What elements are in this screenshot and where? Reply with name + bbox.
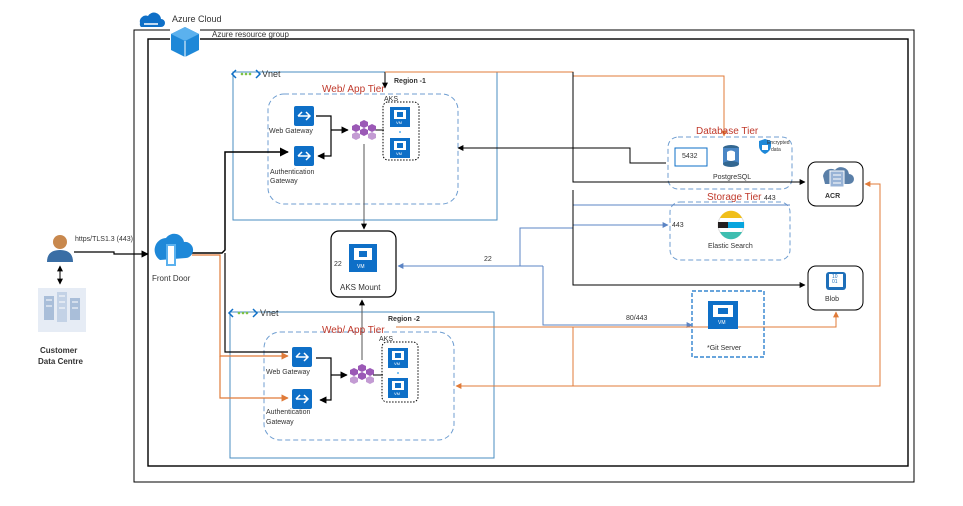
customer-label2: Data Centre	[38, 357, 83, 366]
vnet-label-r1: Vnet	[262, 69, 281, 79]
elastic-search-icon	[717, 210, 745, 240]
web-app-tier-region2	[263, 331, 455, 441]
web-app-tier-r2-title: Web/ App Tier	[322, 325, 385, 336]
git-port-label: 80/443	[626, 315, 648, 322]
vm-text: VM	[396, 151, 402, 156]
azure-cloud-icon	[139, 12, 165, 27]
vm-icon	[388, 348, 408, 368]
encrypted-label: Encrypted	[767, 140, 790, 146]
front-door-label: Front Door	[152, 274, 191, 283]
aks-label-r1: AKS	[384, 96, 399, 103]
user-icon	[47, 235, 73, 262]
to-git-server	[542, 266, 693, 328]
to-blob	[572, 190, 806, 288]
postgres-label: PostgreSQL	[713, 174, 752, 181]
resource-group-icon	[170, 26, 200, 57]
encrypted-label2: data	[771, 147, 781, 153]
frontdoor-to-region2-black	[224, 253, 288, 353]
blob-label: Blob	[825, 296, 840, 303]
blob-glyph: 10 01	[832, 274, 838, 285]
blob-icon	[826, 272, 846, 290]
vm-icon	[708, 301, 738, 329]
vm-icon	[390, 138, 410, 158]
vnet-region1-box	[232, 71, 498, 221]
region2-to-acr	[573, 181, 881, 387]
protocol-label: https/TLS1.3 (443)	[75, 236, 133, 243]
frontdoor-to-auth-gw-r1	[192, 147, 289, 254]
database-tier-box	[667, 136, 793, 190]
gateway-icon	[294, 106, 314, 126]
to-region2-tier	[455, 327, 574, 389]
frontdoor-to-web-gw-r2	[192, 254, 289, 360]
aks-label-r2: AKS	[379, 336, 394, 343]
auth-gateway-label2-r1: Gateway	[270, 178, 298, 185]
vm-icon	[390, 107, 410, 127]
auth-gateway-label-r2: Authentication	[266, 409, 311, 416]
ssh-link-up	[519, 227, 573, 266]
database-tier-title: Database Tier	[696, 126, 759, 137]
web-app-tier-region1	[267, 93, 459, 205]
aks-mount-port: 22	[334, 261, 342, 268]
region2-to-blob	[396, 311, 839, 328]
vm-text: VM	[394, 361, 400, 366]
region1-to-database	[385, 71, 727, 137]
aks-cluster-region1	[382, 101, 420, 161]
gateway-icon	[292, 389, 312, 409]
postgres-port-box	[674, 147, 708, 167]
aks-mount-label: AKS Mount	[340, 283, 381, 292]
region1-label: Region -1	[394, 78, 426, 85]
acr-icon	[823, 167, 854, 188]
git-server-label: *Git Server	[707, 345, 742, 352]
vnet-icon	[227, 308, 259, 318]
gateway-icon	[294, 146, 314, 166]
gw-link-r1	[316, 115, 332, 160]
resource-group-label: Azure resource group	[212, 30, 289, 39]
gateway-icon	[292, 347, 312, 367]
web-gateway-label-r1: Web Gateway	[269, 128, 313, 135]
aks-cluster-region2	[381, 341, 419, 403]
auth-gateway-label-r1: Authentication	[270, 169, 315, 176]
gw-link-r2	[316, 357, 332, 404]
azure-cloud-label: Azure Cloud	[172, 14, 222, 24]
storage-tier-box	[669, 201, 791, 261]
storage-tier-title: Storage Tier	[707, 192, 762, 203]
elastic-port-443: 443	[672, 222, 684, 229]
postgres-port: 5432	[682, 153, 698, 160]
vm-text: VM	[396, 120, 402, 125]
web-app-tier-r1-title: Web/ App Tier	[322, 84, 385, 95]
elastic-search-label: Elastic Search	[708, 243, 753, 250]
acr-label: ACR	[825, 193, 841, 200]
azure-cloud-boundary	[133, 29, 915, 483]
region1-to-acr	[572, 72, 806, 185]
front-door-icon	[154, 233, 194, 266]
storage-port-443: 443	[764, 195, 776, 202]
git-vm-text: VM	[718, 320, 726, 326]
vnet-label-r2: Vnet	[260, 308, 279, 318]
customer-label: Customer	[40, 346, 78, 355]
kubernetes-icon	[352, 120, 376, 140]
auth-gateway-label2-r2: Gateway	[266, 419, 294, 426]
lock-shield-icon	[759, 139, 771, 154]
kubernetes-icon	[350, 364, 374, 384]
postgresql-icon	[723, 145, 739, 167]
vm-text: VM	[394, 391, 400, 396]
region2-label: Region -2	[388, 316, 420, 323]
vnet-icon	[230, 69, 262, 79]
customer-to-frontdoor	[74, 250, 149, 258]
database-to-region1	[457, 145, 666, 164]
aks-mount-vm-text: VM	[357, 264, 365, 270]
web-gateway-label-r2: Web Gateway	[266, 369, 310, 376]
vm-icon	[388, 378, 408, 398]
resource-group-boundary	[147, 38, 909, 467]
vm-icon	[349, 244, 377, 272]
frontdoor-to-auth-gw-r2	[219, 356, 289, 402]
datacenter-icon	[38, 288, 86, 332]
ssh-port-label: 22	[484, 256, 492, 263]
